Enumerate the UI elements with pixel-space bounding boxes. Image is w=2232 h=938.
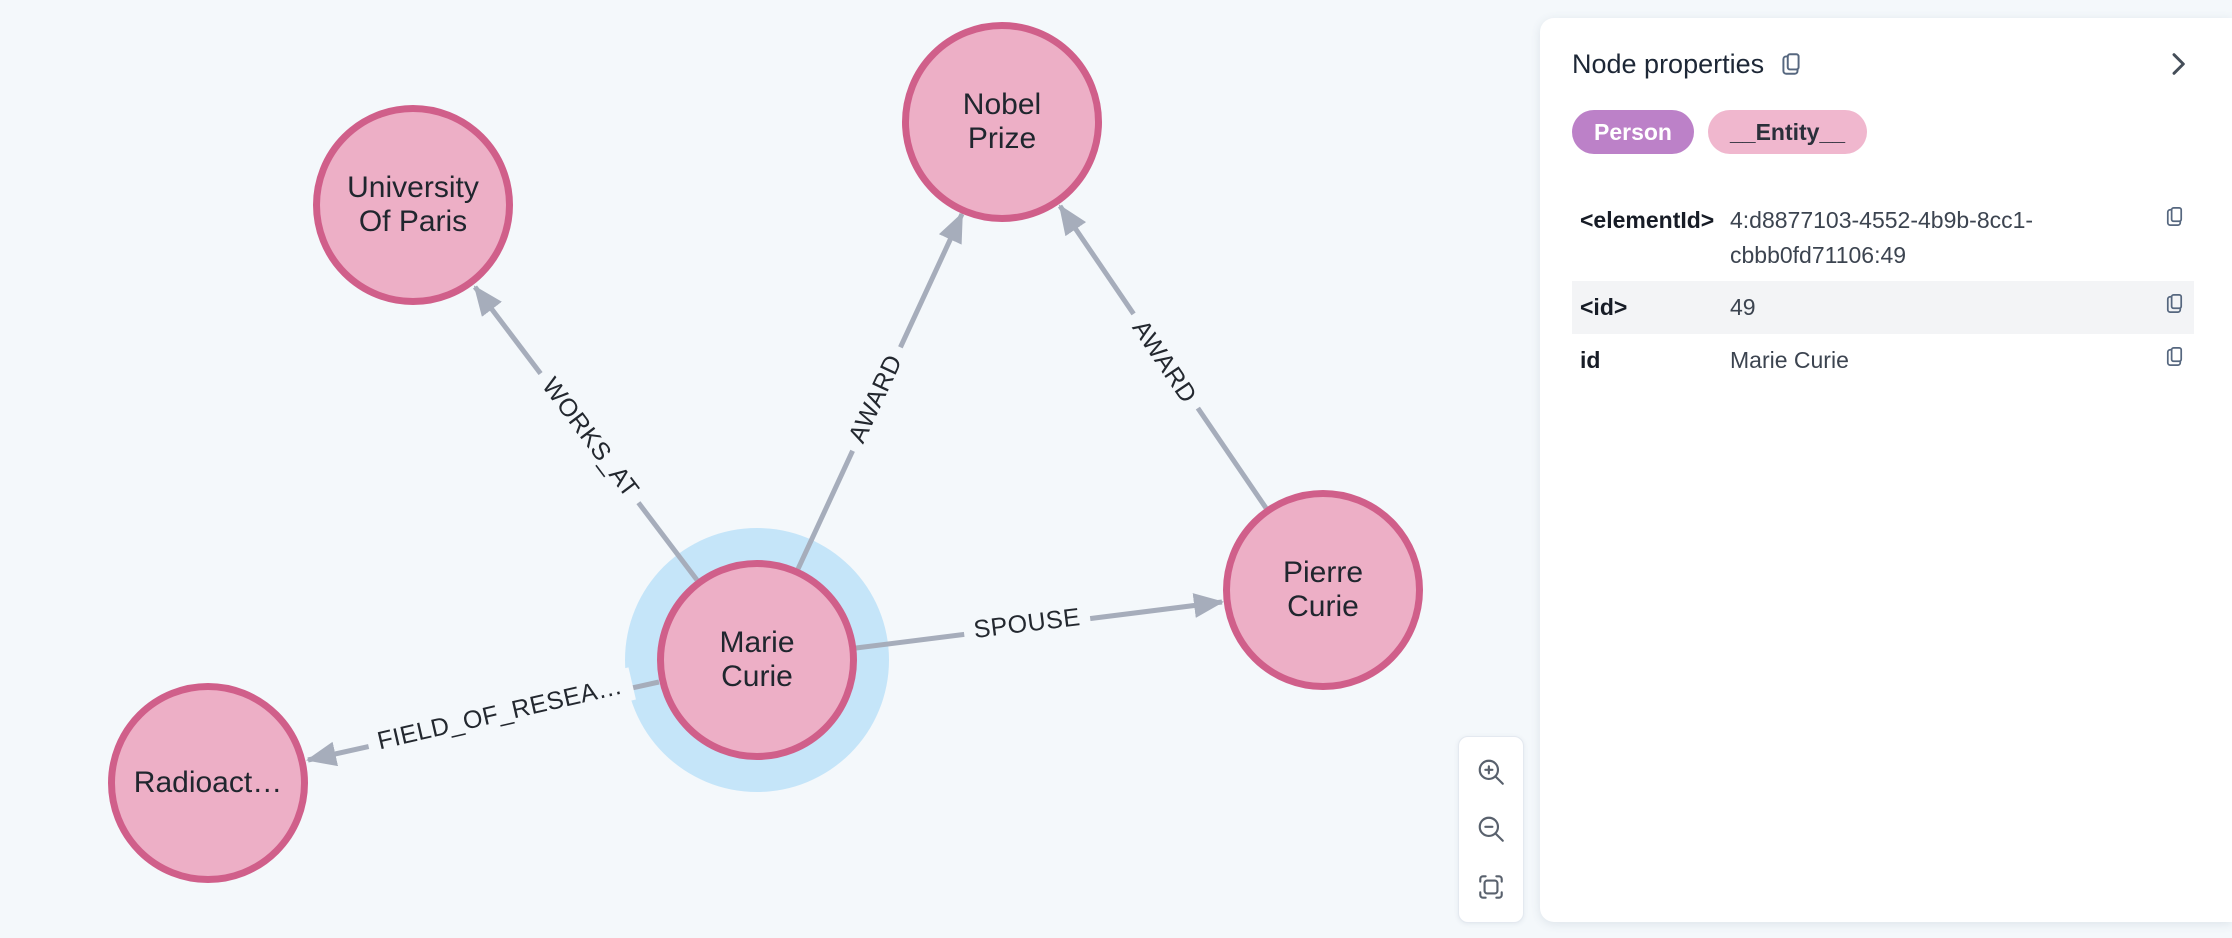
label-badge-entity: __Entity__	[1707, 110, 1868, 154]
property-value: Marie Curie	[1730, 346, 1849, 373]
zoom-out-button[interactable]	[1469, 807, 1513, 851]
copy-icon	[2166, 207, 2183, 226]
copy-icon	[2166, 294, 2183, 313]
node-label-badges: Person __Entity__	[1572, 110, 2194, 154]
panel-title: Node properties	[1572, 48, 1765, 79]
chevron-right-icon	[2172, 53, 2185, 75]
property-key: id	[1580, 346, 1601, 373]
node-marie-curie-selected[interactable]: Marie Curie	[657, 560, 857, 760]
property-row-id: id Marie Curie	[1572, 334, 2194, 387]
panel-header: Node properties	[1572, 48, 2194, 80]
property-row-id-internal: <id> 49	[1572, 281, 2194, 334]
copy-property-button[interactable]	[2163, 345, 2186, 368]
node-pierre-curie[interactable]: Pierre Curie	[1223, 490, 1423, 690]
property-value: 4:d8877103-4552-4b9b-8cc1-cbbb0fd71106:4…	[1730, 207, 2034, 268]
node-nobel-prize[interactable]: Nobel Prize	[902, 22, 1102, 222]
properties-table: <elementId> 4:d8877103-4552-4b9b-8cc1-cb…	[1572, 194, 2194, 386]
node-caption: Radioact…	[133, 765, 283, 799]
node-caption: University Of Paris	[347, 170, 479, 239]
node-properties-panel: Node properties Person __Entity__ <eleme…	[1540, 18, 2232, 922]
copy-property-button[interactable]	[2163, 205, 2186, 228]
zoom-to-fit-button[interactable]	[1469, 865, 1513, 909]
copy-all-properties-button[interactable]	[1778, 51, 1804, 77]
zoom-in-icon	[1478, 759, 1504, 785]
copy-icon	[2166, 346, 2183, 366]
collapse-panel-button[interactable]	[2162, 48, 2194, 80]
node-university-of-paris[interactable]: University Of Paris	[313, 105, 513, 305]
property-row-element-id: <elementId> 4:d8877103-4552-4b9b-8cc1-cb…	[1572, 194, 2194, 281]
zoom-out-icon	[1478, 817, 1504, 843]
label-badge-person: Person	[1572, 110, 1694, 154]
property-value: 49	[1730, 294, 1756, 320]
property-key: <elementId>	[1580, 207, 1715, 233]
zoom-to-fit-icon	[1479, 875, 1503, 899]
node-radioactivity[interactable]: Radioact…	[108, 683, 308, 883]
copy-property-button[interactable]	[2163, 292, 2186, 315]
node-caption: Pierre Curie	[1282, 555, 1364, 624]
zoom-toolbar	[1458, 736, 1524, 923]
zoom-in-button[interactable]	[1469, 750, 1513, 794]
property-key: <id>	[1580, 294, 1628, 320]
node-caption: Marie Curie	[719, 625, 795, 694]
node-caption: Nobel Prize	[962, 87, 1042, 156]
copy-icon	[1782, 53, 1800, 75]
